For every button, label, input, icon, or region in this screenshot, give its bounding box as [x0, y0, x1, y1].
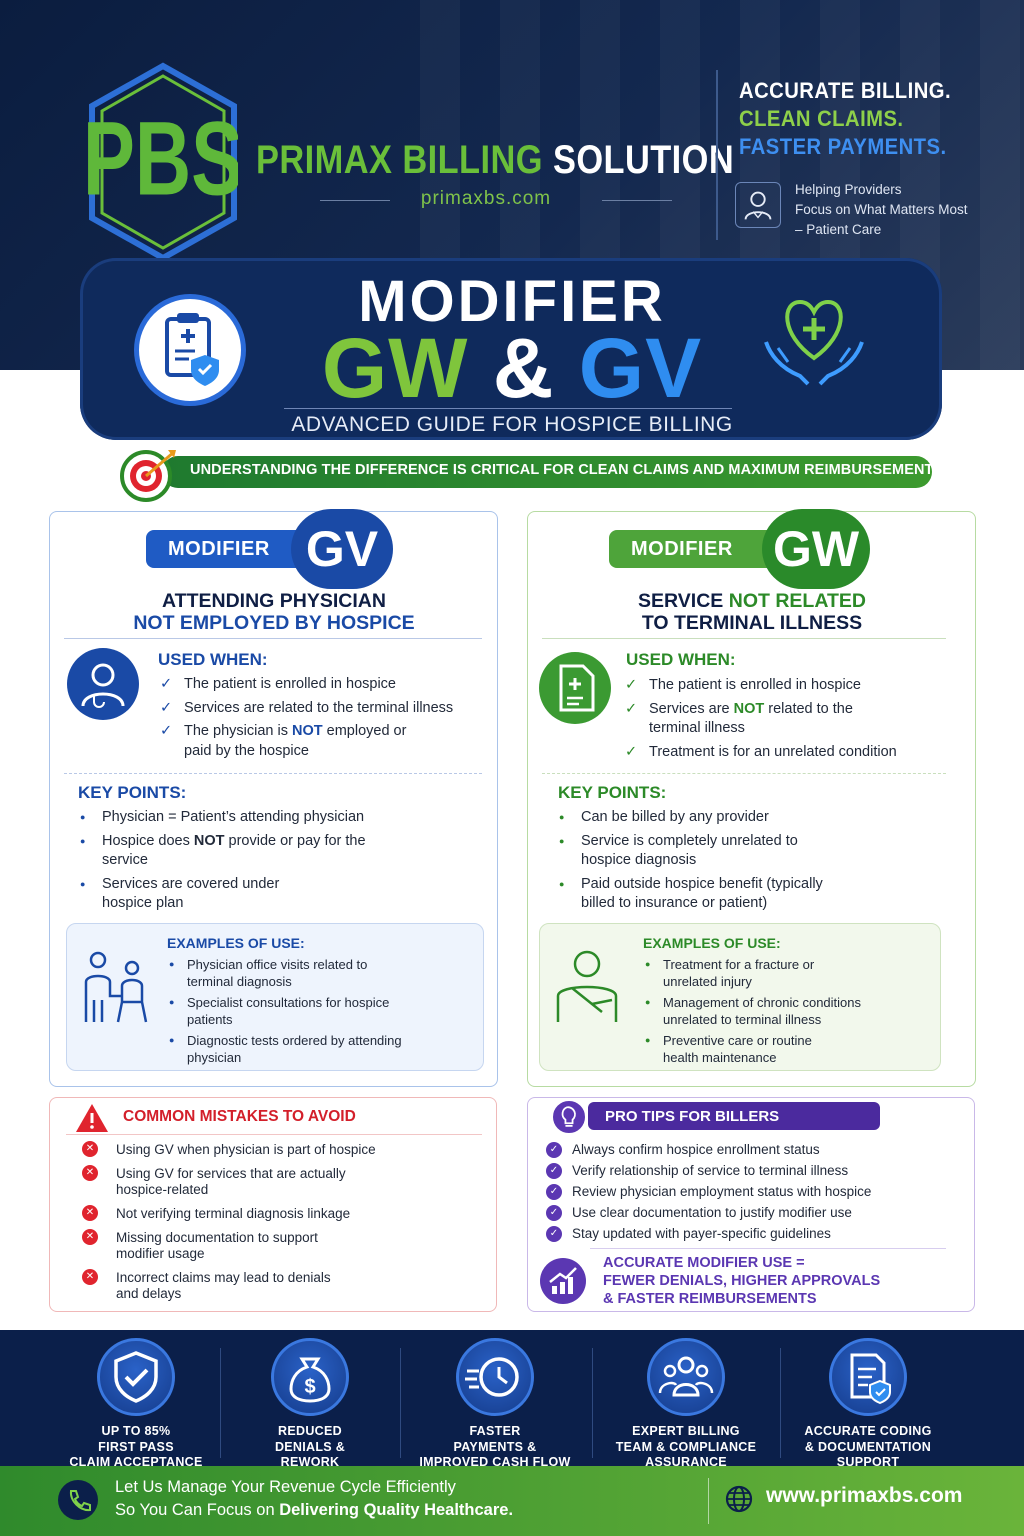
gv-badge: GV [291, 509, 393, 589]
gw-used-when-title: USED WHEN: [626, 650, 736, 669]
list-item: Verify relationship of service to termin… [546, 1163, 966, 1179]
physician-icon [67, 648, 139, 720]
list-item: Physician office visits related to termi… [167, 956, 407, 990]
brand-name: PRIMAX BILLING SOLUTION [256, 138, 735, 182]
slogan-line-1: ACCURATE BILLING. [739, 78, 952, 103]
list-item: Can be billed by any provider [557, 808, 857, 828]
gw-key-points-title: KEY POINTS: [558, 783, 667, 802]
growth-chart-icon [540, 1258, 586, 1304]
title-codes: GW & GV [321, 321, 703, 415]
footer [0, 1466, 1024, 1536]
tips-title-bar [588, 1102, 880, 1130]
title-subtitle: ADVANCED GUIDE FOR HOSPICE BILLING [291, 413, 733, 436]
hands-heart-icon [764, 299, 864, 386]
list-item: The patient is enrolled in hospice [625, 676, 945, 696]
svg-text:PBS: PBS [88, 99, 238, 217]
gv-key-points-list: Physician = Patient’s attending physicia… [78, 808, 398, 918]
list-item: Not verifying terminal diagnosis linkage [80, 1205, 460, 1222]
footer-line-1: Let Us Manage Your Revenue Cycle Efficie… [115, 1478, 456, 1496]
globe-icon [725, 1485, 753, 1513]
gv-pill: MODIFIER [146, 530, 316, 568]
clipboard-shield-icon [134, 294, 246, 406]
slogan-divider [716, 70, 718, 240]
list-item: Treatment is for an unrelated condition [625, 743, 945, 763]
list-item: Missing documentation to support modifie… [80, 1229, 360, 1262]
list-item: Services are related to the terminal ill… [160, 699, 480, 719]
medical-document-icon [539, 652, 611, 724]
list-item: Preventive care or routine health mainte… [643, 1032, 843, 1066]
gw-used-when-list: The patient is enrolled in hospice Servi… [625, 676, 945, 766]
list-item: Use clear documentation to justify modif… [546, 1205, 966, 1221]
lightbulb-icon [551, 1099, 587, 1135]
gw-examples-title: EXAMPLES OF USE: [643, 935, 781, 951]
mistakes-title: COMMON MISTAKES TO AVOID [123, 1108, 356, 1125]
website-link[interactable]: www.primaxbs.com [766, 1484, 963, 1507]
target-icon [120, 450, 176, 502]
brand-url[interactable]: primaxbs.com [420, 188, 552, 209]
phone-icon[interactable] [58, 1480, 98, 1520]
tips-title: PRO TIPS FOR BILLERS [605, 1108, 780, 1125]
gw-examples-list: Treatment for a fracture or unrelated in… [643, 956, 893, 1070]
list-item: Specialist consultations for hospice pat… [167, 994, 407, 1028]
tips-list: Always confirm hospice enrollment status… [546, 1142, 966, 1247]
team-icon [647, 1338, 725, 1416]
list-item: Service is completely unrelated to hospi… [557, 832, 807, 871]
list-item: Using GV when physician is part of hospi… [80, 1141, 460, 1158]
tips-callout: ACCURATE MODIFIER USE = FEWER DENIALS, H… [603, 1255, 881, 1307]
list-item: Services are covered under hospice plan [78, 875, 318, 914]
list-item: Hospice does NOT provide or pay for the … [78, 832, 368, 871]
slogan-line-3: FASTER PAYMENTS. [739, 134, 947, 159]
shield-check-icon [97, 1338, 175, 1416]
arm-sling-icon [556, 950, 618, 1022]
list-item: Always confirm hospice enrollment status [546, 1142, 966, 1158]
banner-text: UNDERSTANDING THE DIFFERENCE IS CRITICAL… [190, 462, 934, 478]
svg-text:$: $ [304, 1376, 315, 1398]
banner [162, 456, 932, 488]
gv-used-when-title: USED WHEN: [158, 650, 268, 669]
list-item: Management of chronic conditions unrelat… [643, 994, 893, 1028]
list-item: Physician = Patient’s attending physicia… [78, 808, 398, 828]
gw-heading: SERVICE NOT RELATED TO TERMINAL ILLNESS [638, 590, 866, 634]
gw-badge: GW [762, 509, 870, 589]
list-item: The patient is enrolled in hospice [160, 675, 480, 695]
list-item: The physician is NOT employed or paid by… [160, 722, 410, 761]
title-modifier: MODIFIER [358, 269, 666, 334]
list-item: Paid outside hospice benefit (typically … [557, 875, 847, 914]
list-item: Treatment for a fracture or unrelated in… [643, 956, 823, 990]
pbs-logo: PBS [88, 62, 238, 262]
list-item: Incorrect claims may lead to denials and… [80, 1269, 340, 1302]
gv-examples-list: Physician office visits related to termi… [167, 956, 407, 1070]
list-item: Stay updated with payer-specific guideli… [546, 1226, 966, 1242]
slogan-line-2: CLEAN CLAIMS. [739, 106, 904, 131]
title-rule [284, 408, 732, 409]
gw-key-points-list: Can be billed by any provider Service is… [557, 808, 857, 918]
doctor-icon [735, 182, 781, 228]
gv-used-when-list: The patient is enrolled in hospice Servi… [160, 675, 480, 765]
consultation-icon [84, 951, 148, 1023]
gv-heading: ATTENDING PHYSICIAN NOT EMPLOYED BY HOSP… [133, 590, 415, 634]
list-item: Diagnostic tests ordered by attending ph… [167, 1032, 407, 1066]
help-text: Helping Providers Focus on What Matters … [795, 182, 968, 237]
footer-line-2: So You Can Focus on Delivering Quality H… [115, 1501, 514, 1519]
gv-examples-title: EXAMPLES OF USE: [167, 935, 305, 951]
money-bag-icon: $ [271, 1338, 349, 1416]
gv-key-points-title: KEY POINTS: [78, 783, 187, 802]
mistakes-list: Using GV when physician is part of hospi… [80, 1141, 460, 1310]
gw-pill: MODIFIER [609, 530, 784, 568]
warning-icon [76, 1104, 108, 1132]
list-item: Review physician employment status with … [546, 1184, 966, 1200]
fast-clock-icon [456, 1338, 534, 1416]
list-item: Using GV for services that are actually … [80, 1165, 390, 1198]
brand-url-row: primaxbs.com [300, 186, 672, 216]
list-item: Services are NOT related to the terminal… [625, 700, 855, 739]
document-shield-icon [829, 1338, 907, 1416]
